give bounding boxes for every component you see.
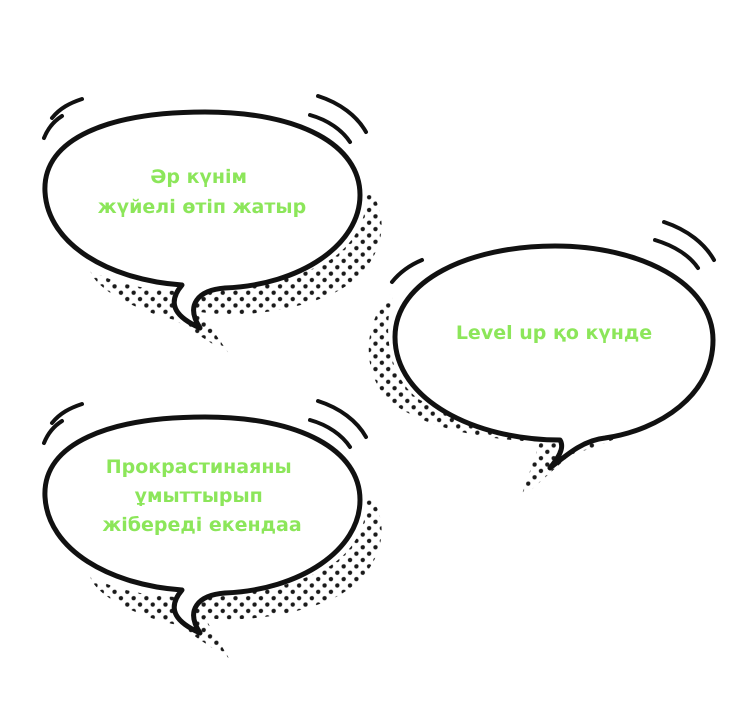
bubble-1-text: Әр күнім жүйелі өтіп жатыр bbox=[98, 166, 306, 218]
bubble-3-accent-line bbox=[316, 399, 368, 439]
bubble-1-accent-line bbox=[42, 114, 64, 140]
bubble-3-accent-line bbox=[42, 419, 64, 445]
bubble-1-accent-line bbox=[316, 94, 368, 134]
bubble-1-line-2: жүйелі өтіп жатыр bbox=[98, 196, 306, 218]
bubble-1-body bbox=[42, 109, 363, 331]
bubble-3-body bbox=[42, 414, 363, 636]
bubble-3-line-1: Прокрастинаяны bbox=[106, 456, 292, 478]
bubble-3-text: Прокрастинаяны ұмыттырып жібереді екенда… bbox=[102, 456, 301, 536]
bubble-2-accent-line bbox=[653, 238, 700, 270]
bubble-3-accent-line bbox=[308, 418, 352, 449]
bubble-1-halftone-shadow bbox=[90, 185, 382, 355]
bubble-2-line-1: Level up қо күнде bbox=[456, 322, 652, 344]
bubble-2-accent-line bbox=[662, 220, 716, 262]
speech-bubble-1: Әр күнім жүйелі өтіп жатыр bbox=[42, 94, 382, 355]
bubble-3-halftone-shadow bbox=[90, 490, 382, 660]
bubble-2-body bbox=[392, 243, 716, 471]
bubble-2-text: Level up қо күнде bbox=[456, 322, 652, 344]
speech-bubble-3: Прокрастинаяны ұмыттырып жібереді екенда… bbox=[42, 399, 382, 660]
bubble-1-accent-line bbox=[308, 113, 352, 144]
bubble-3-accent-line bbox=[50, 402, 84, 425]
bubble-3-line-3: жібереді екендаа bbox=[102, 514, 301, 536]
bubble-1-accent-line bbox=[50, 97, 84, 120]
bubble-1-line-1: Әр күнім bbox=[150, 166, 247, 188]
bubble-2-accent-line bbox=[390, 258, 424, 284]
bubble-3-line-2: ұмыттырып bbox=[135, 485, 263, 507]
speech-bubble-2: Level up қо күнде bbox=[368, 220, 716, 500]
